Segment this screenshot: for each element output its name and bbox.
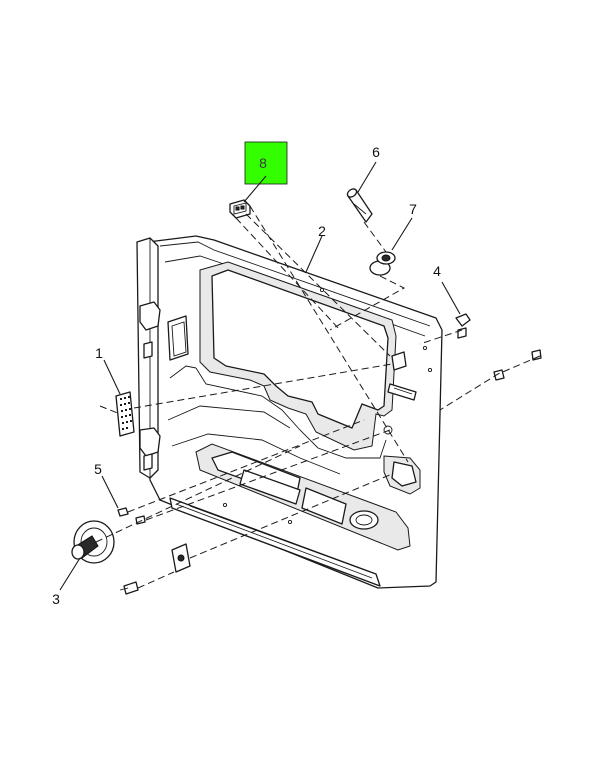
clip-part-4	[455, 313, 471, 339]
crank-knob-part-3	[71, 520, 115, 564]
switch-part-8	[229, 199, 251, 219]
callout-2[interactable]: 2	[318, 223, 326, 239]
door-trim-panel	[136, 235, 443, 589]
callout-3[interactable]: 3	[52, 591, 60, 607]
callout-5[interactable]: 5	[94, 461, 102, 477]
screw-part-5	[117, 507, 129, 517]
callout-6[interactable]: 6	[372, 144, 380, 160]
bezel-part-7	[369, 251, 396, 276]
assembly-lines	[95, 205, 541, 589]
callout-4[interactable]: 4	[433, 263, 441, 279]
lock-knob-part-6	[346, 188, 373, 223]
fasteners	[119, 349, 542, 595]
highlight-box-part-8[interactable]	[244, 141, 288, 185]
callout-8[interactable]: 8	[259, 155, 267, 171]
callout-1[interactable]: 1	[95, 345, 103, 361]
callout-7[interactable]: 7	[409, 201, 417, 217]
speaker-grille-part-1	[115, 391, 135, 437]
leader-lines	[59, 161, 461, 591]
